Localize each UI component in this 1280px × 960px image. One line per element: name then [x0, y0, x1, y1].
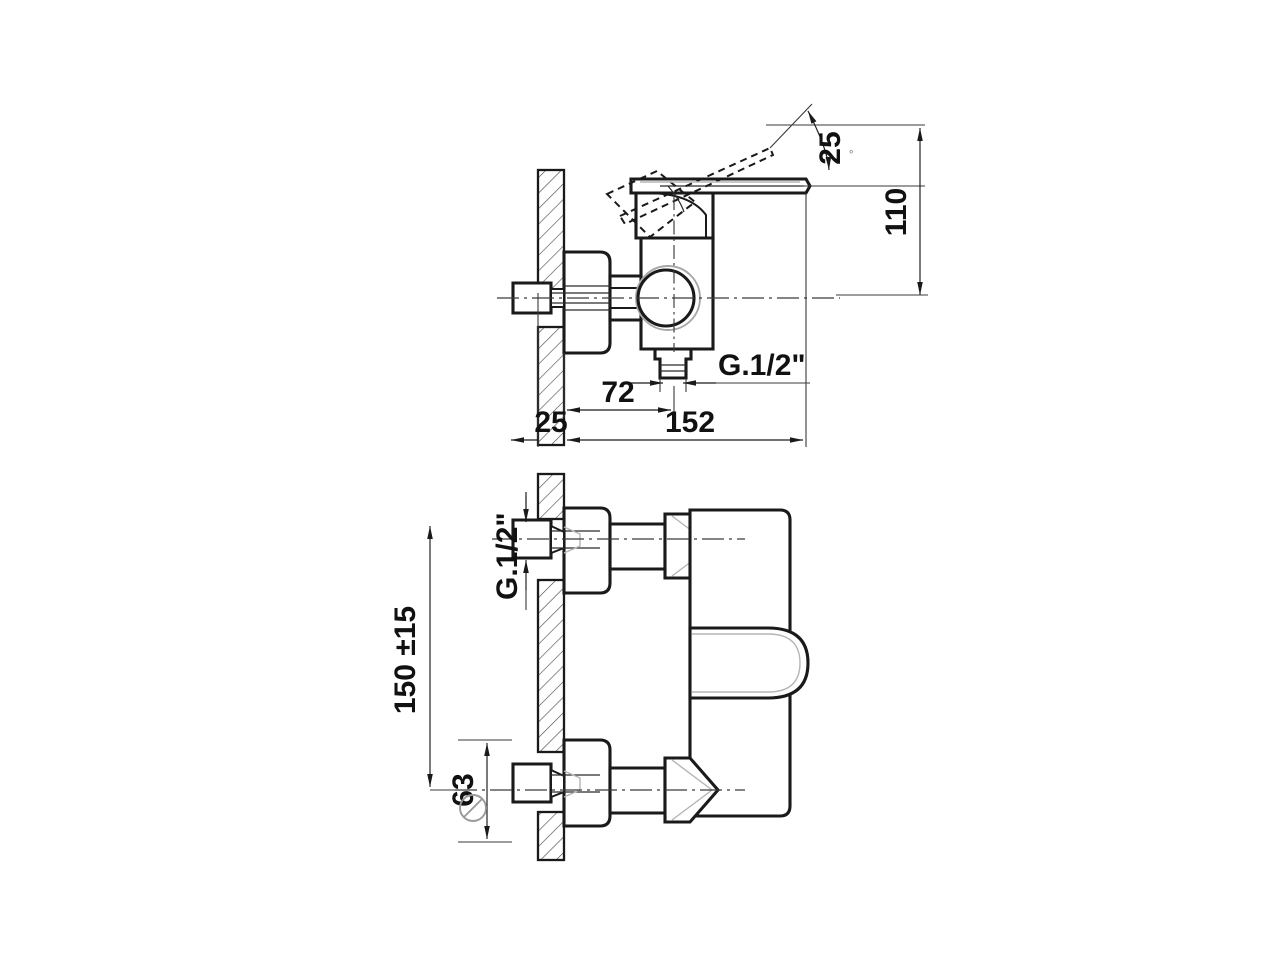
height-110-label: 110: [880, 188, 913, 236]
thread-side-label: G.1/2": [718, 349, 806, 382]
wall-section-hatched: [536, 168, 566, 447]
front-wall-block-top: [536, 472, 566, 521]
hose-connector: [653, 347, 693, 380]
lever-raised-position-dashed: [605, 146, 775, 239]
lever-base-curve: [645, 192, 707, 238]
dimension-depth-152: 152: [567, 193, 807, 447]
lever-pivot-arc: [667, 185, 685, 213]
thread-front-label: G.1/2": [491, 512, 524, 600]
dimension-depth-25: 25: [511, 293, 568, 447]
degree-symbol-label: °: [849, 149, 853, 161]
upper-escutcheon: [562, 506, 612, 595]
dimension-angle-25: 25 °: [766, 103, 925, 187]
dimension-thread-side: G.1/2": [630, 349, 810, 392]
depth-25-label: 25: [534, 406, 567, 439]
angle-ext-upper: [769, 103, 813, 149]
wall-block-lower: [536, 325, 566, 447]
angle-25-label: 25: [814, 131, 847, 164]
lower-inlet-cap: [511, 762, 553, 804]
lower-escutcheon: [562, 738, 612, 828]
center-distance-label: 63: [447, 773, 480, 806]
lower-inlet-taper: [550, 768, 565, 799]
wall-block-upper: [536, 168, 566, 295]
angle-arc-dimension: [807, 110, 832, 171]
lower-taper-highlight: [563, 770, 581, 798]
dimension-center-distance-63: 63: [447, 739, 512, 843]
lever-dashed-base: [605, 169, 697, 239]
lever-oval-outline: [688, 626, 810, 700]
upper-body-shank: [608, 522, 667, 571]
depth-72-label: 72: [601, 376, 634, 409]
lever-oval-inner: [692, 633, 801, 693]
front-elevation-view: 150 ±15 63 G.1/2": [389, 472, 810, 862]
lever-dashed-outline-upper: [618, 146, 775, 226]
side-elevation-view: 25 ° 110 G.1/2": [497, 103, 928, 447]
front-wall-block-middle: [536, 578, 566, 754]
upper-taper-highlight: [563, 526, 581, 554]
mixer-body-side-profile: [511, 146, 812, 380]
dimension-depth-72: 72: [563, 353, 675, 418]
front-wall-block-bottom: [536, 810, 566, 862]
diameter-symbol-icon: [459, 794, 487, 822]
lower-valve-cone: [663, 756, 721, 824]
depth-152-label: 152: [665, 406, 715, 439]
mounting-height-label: 150 ±15: [389, 606, 422, 714]
dimension-mounting-height-150: 150 ±15: [389, 526, 470, 791]
dimension-height-110: 110: [836, 128, 928, 296]
lower-inlet-assembly: [511, 738, 721, 828]
dimension-thread-front: G.1/2": [491, 492, 529, 610]
lever-handle-front: [688, 626, 810, 700]
